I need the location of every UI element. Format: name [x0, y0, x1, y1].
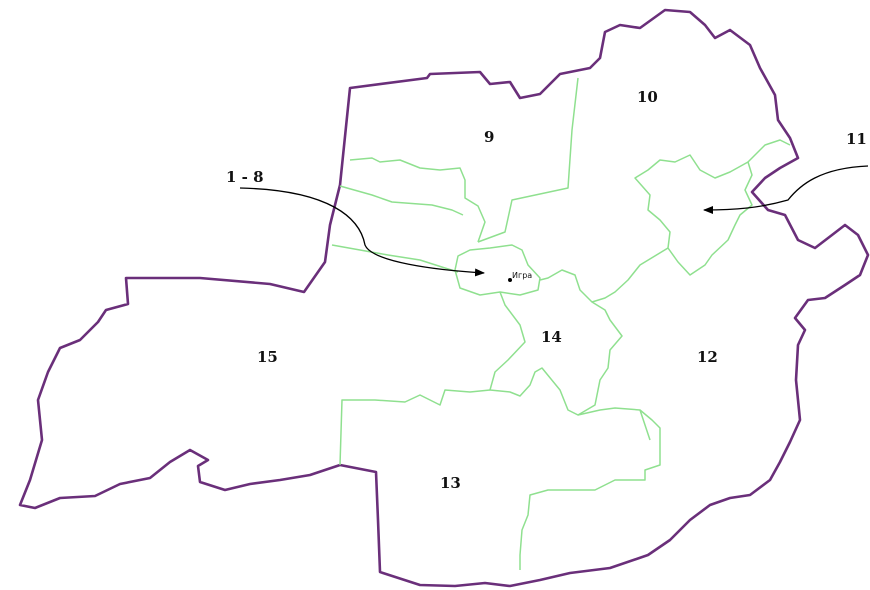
boundary-11	[634, 154, 753, 276]
district-label-13: 13	[440, 474, 461, 492]
arrow-1-8	[239, 187, 485, 277]
town-marker-icon	[508, 278, 512, 282]
district-label-12: 12	[697, 348, 718, 366]
boundary-12-lower	[639, 409, 651, 441]
district-label-14: 14	[541, 328, 562, 346]
boundary-9-10	[477, 77, 579, 243]
boundary-9-15	[339, 185, 464, 216]
boundary-10-east	[747, 139, 791, 163]
outer-boundary	[18, 8, 870, 588]
boundary-15-center	[331, 244, 459, 273]
town-label: Игра	[512, 271, 532, 280]
arrow-11	[703, 165, 869, 214]
boundary-center-town	[454, 244, 541, 296]
district-label-10: 10	[637, 88, 658, 106]
boundary-9-west	[349, 157, 486, 243]
district-label-15: 15	[257, 348, 278, 366]
boundary-10-14	[539, 247, 669, 303]
district-label-9: 9	[484, 128, 494, 146]
boundary-13-north	[339, 389, 491, 466]
district-label-1-8: 1 - 8	[226, 168, 264, 186]
boundary-14	[489, 291, 623, 416]
boundary-13-east	[519, 407, 661, 570]
district-label-11: 11	[846, 130, 867, 148]
